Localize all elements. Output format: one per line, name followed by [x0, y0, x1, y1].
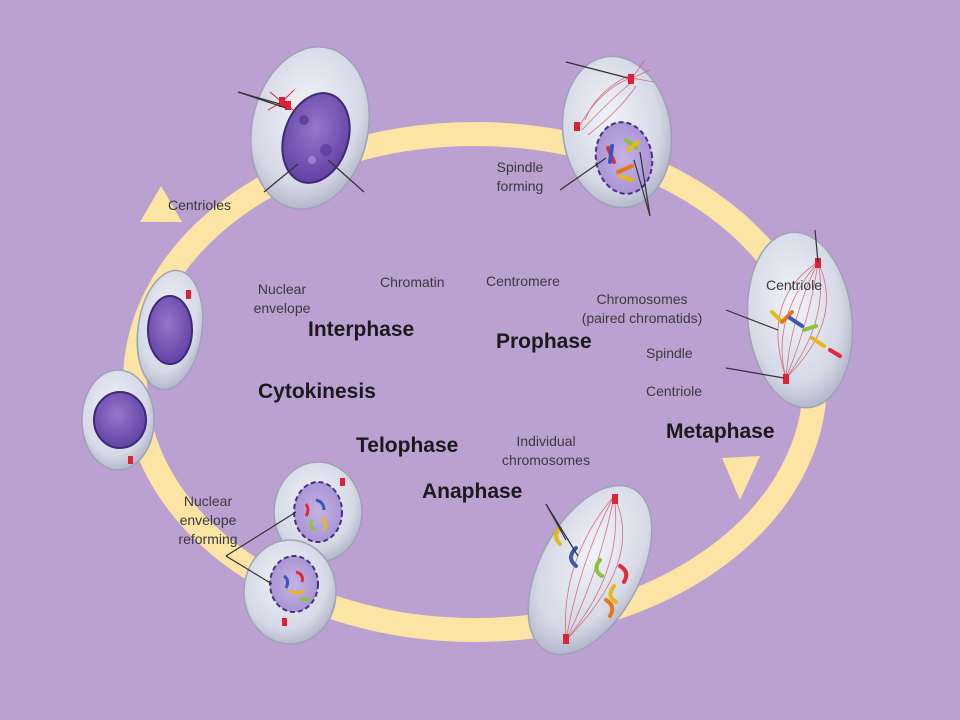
- label-line: reforming: [178, 531, 238, 547]
- label-line: envelope: [253, 300, 311, 316]
- phase-anaphase: Anaphase: [422, 480, 523, 503]
- label-line: Nuclear: [257, 281, 307, 297]
- label-line: Nuclear: [183, 493, 233, 509]
- phase-metaphase: Metaphase: [666, 420, 775, 443]
- label-nuclear-envelope-reforming: Nuclear envelope reforming: [168, 492, 248, 549]
- label-line: (paired chromatids): [581, 310, 703, 326]
- daughter-cell-upper: [136, 269, 204, 391]
- cycle-ring: [123, 122, 827, 642]
- label-centromere: Centromere: [486, 273, 560, 289]
- telophase-cell: [225, 461, 363, 645]
- phase-cytokinesis: Cytokinesis: [258, 380, 376, 403]
- label-line: chromosomes: [502, 452, 590, 468]
- label-chromatin: Chromatin: [380, 274, 445, 290]
- label-chromosomes: Chromosomes (paired chromatids): [568, 290, 716, 328]
- label-line: Chromosomes: [596, 291, 688, 307]
- prophase-cell: [559, 55, 673, 217]
- label-line: Spindle: [496, 159, 544, 175]
- label-line: Individual: [516, 433, 576, 449]
- label-centriole-top: Centriole: [766, 277, 823, 293]
- label-line: forming: [496, 178, 544, 194]
- label-line: envelope: [179, 512, 237, 528]
- arrow-head-right-icon: [722, 456, 760, 500]
- label-spindle: Spindle: [646, 345, 693, 361]
- label-individual-chromosomes: Individual chromosomes: [490, 432, 602, 470]
- phase-prophase: Prophase: [496, 330, 592, 353]
- phase-telophase: Telophase: [356, 434, 459, 457]
- label-centrioles: Centrioles: [168, 197, 232, 213]
- phase-interphase: Interphase: [308, 318, 415, 341]
- label-nuclear-envelope: Nuclear envelope: [230, 280, 334, 318]
- label-centriole-bottom: Centriole: [646, 383, 703, 399]
- anaphase-cell: [527, 484, 653, 656]
- daughter-cell-lower: [81, 369, 155, 471]
- interphase-cell: [237, 46, 370, 210]
- metaphase-cell: [725, 229, 854, 409]
- arrow-head-left-icon: [140, 186, 182, 222]
- label-spindle-forming: Spindle forming: [484, 158, 556, 196]
